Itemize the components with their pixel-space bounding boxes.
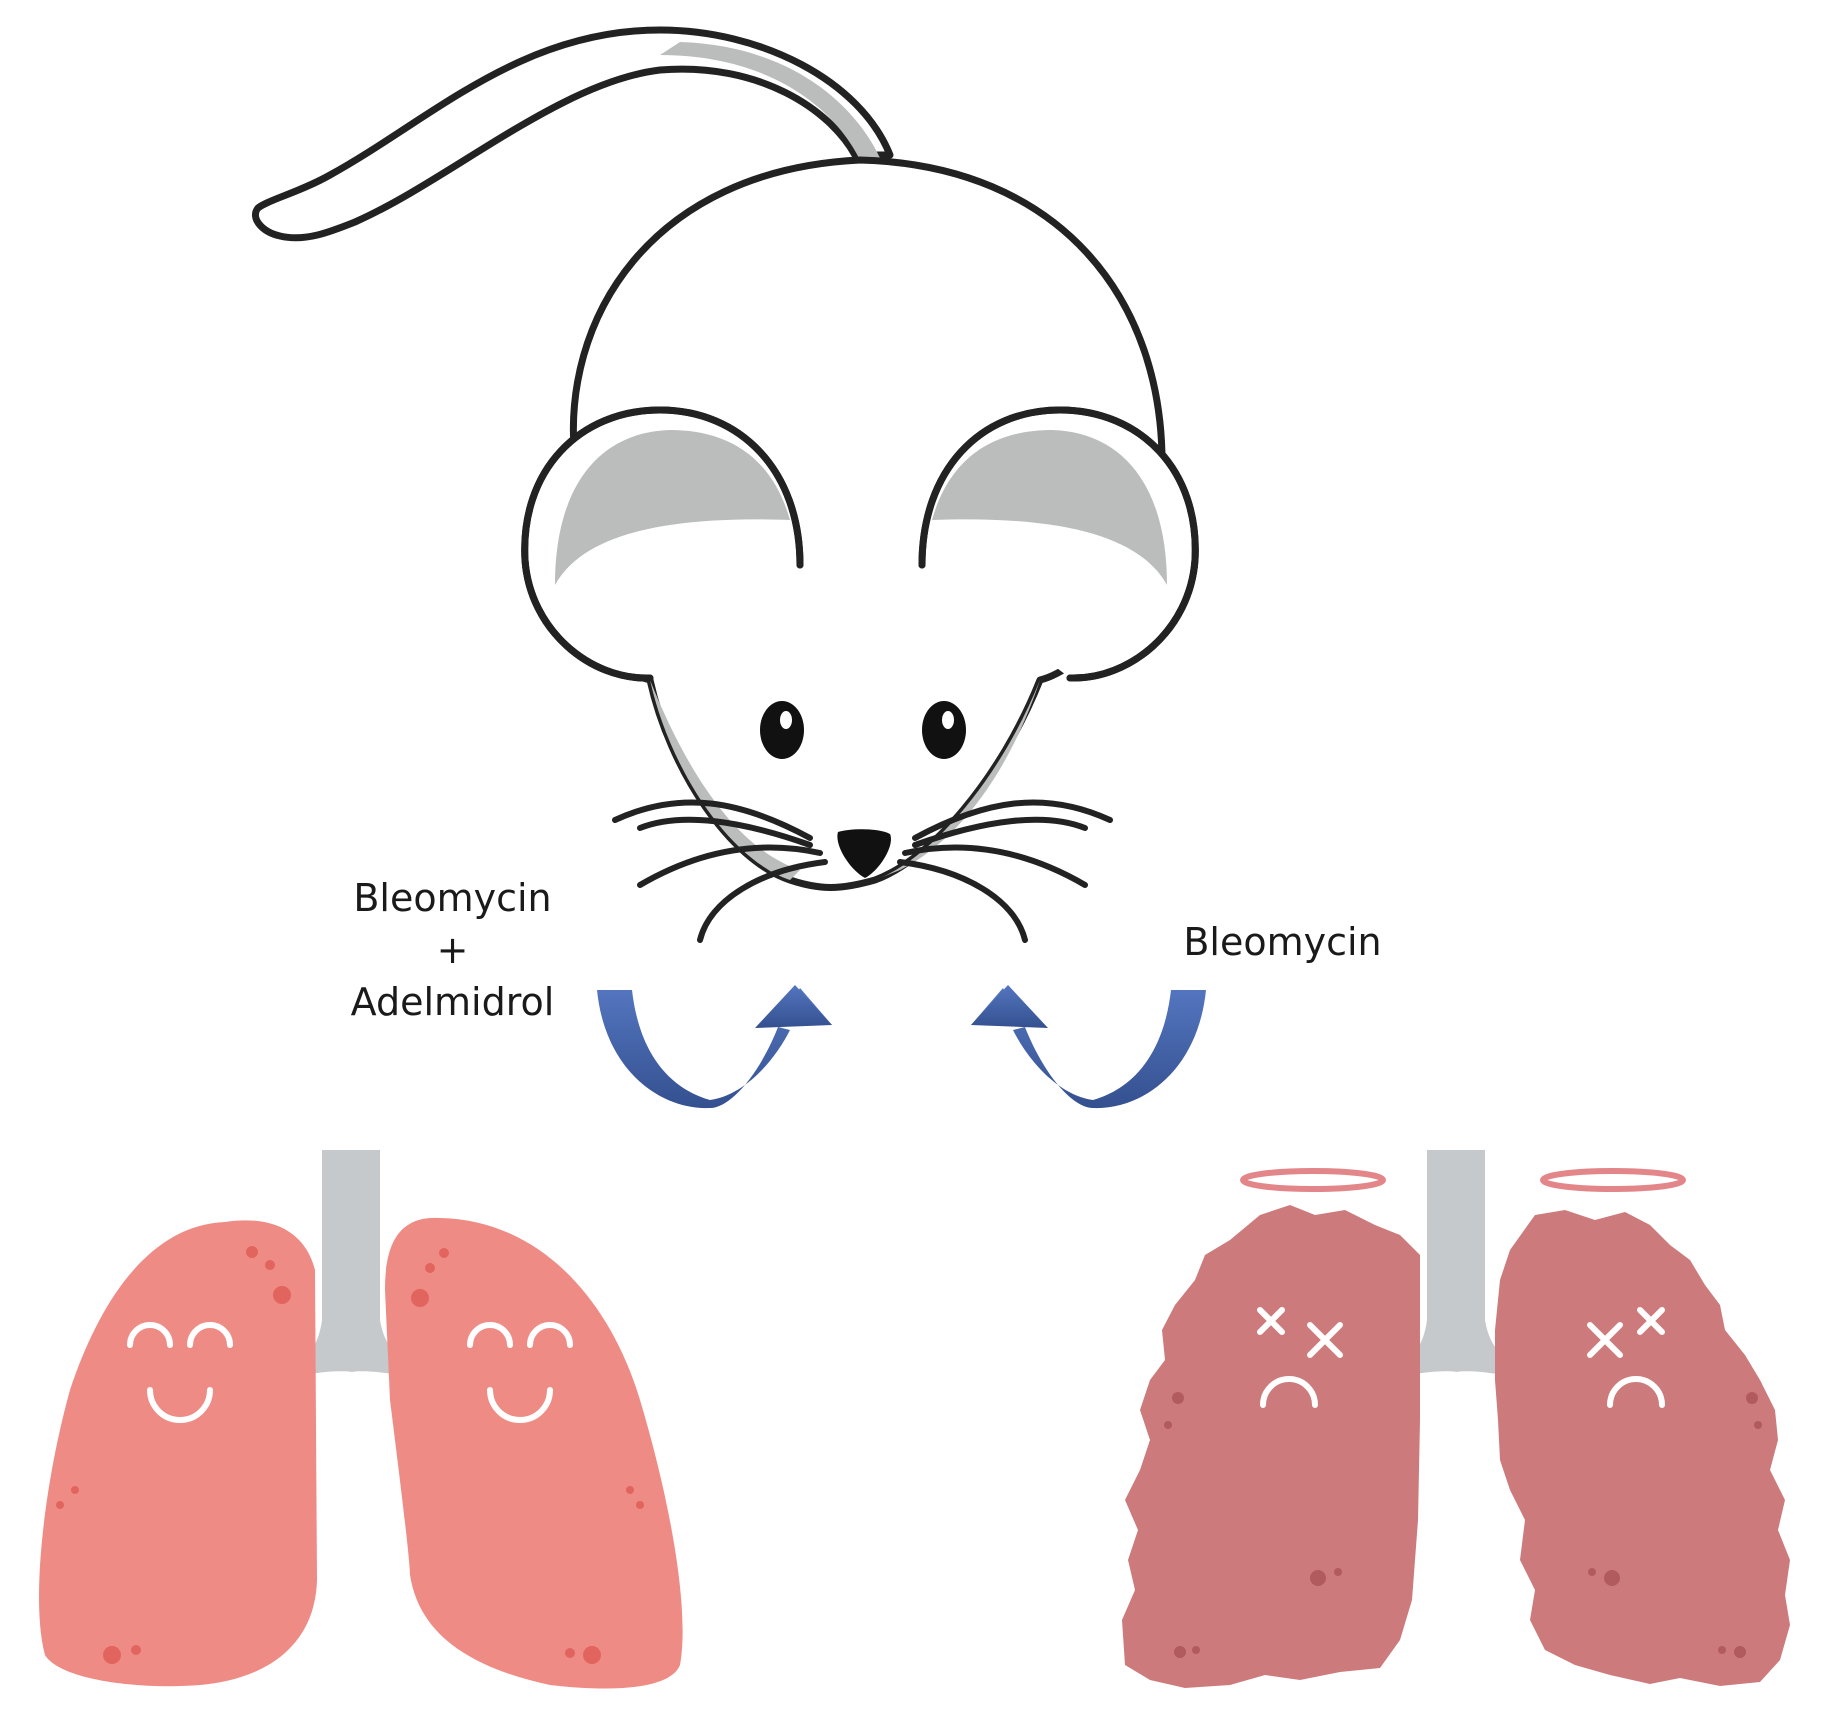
left-treatment-line-1: Bleomycin (353, 876, 552, 920)
damaged-spots (1164, 1392, 1762, 1658)
mouse-head (565, 156, 1174, 891)
left-treatment-line-2: + (436, 928, 469, 972)
right-halo (1540, 1168, 1686, 1192)
mouse-icon (252, 26, 1199, 943)
healthy-right-lobe (385, 1217, 683, 1689)
right-treatment-label: Bleomycin (1183, 920, 1382, 964)
mouse-right-ear (918, 406, 1199, 682)
healthy-spots (56, 1246, 644, 1664)
damaged-trachea (1390, 1150, 1525, 1380)
healthy-left-lobe (39, 1220, 317, 1687)
happy-lungs-icon (39, 1150, 683, 1689)
damaged-left-lobe (1122, 1205, 1420, 1688)
mouse-right-eye (922, 701, 966, 759)
healthy-trachea (285, 1150, 420, 1380)
damaged-right-lobe (1495, 1210, 1790, 1686)
mouse-tail (252, 26, 894, 242)
healthy-faces (127, 1322, 573, 1423)
left-halo (1240, 1168, 1386, 1192)
mouse-whiskers (612, 799, 1113, 943)
mouse-nose (837, 829, 891, 878)
damaged-faces (1257, 1307, 1665, 1408)
sad-lungs-with-halo-icon (1122, 1150, 1790, 1688)
left-treatment-line-3: Adelmidrol (350, 980, 555, 1024)
mouse-left-ear (521, 406, 804, 682)
left-treatment-label: Bleomycin + Adelmidrol (340, 872, 565, 1028)
mouse-left-eye (760, 701, 804, 759)
curved-arrow-up-right-icon (597, 985, 832, 1109)
curved-arrow-up-left-icon (971, 985, 1206, 1109)
